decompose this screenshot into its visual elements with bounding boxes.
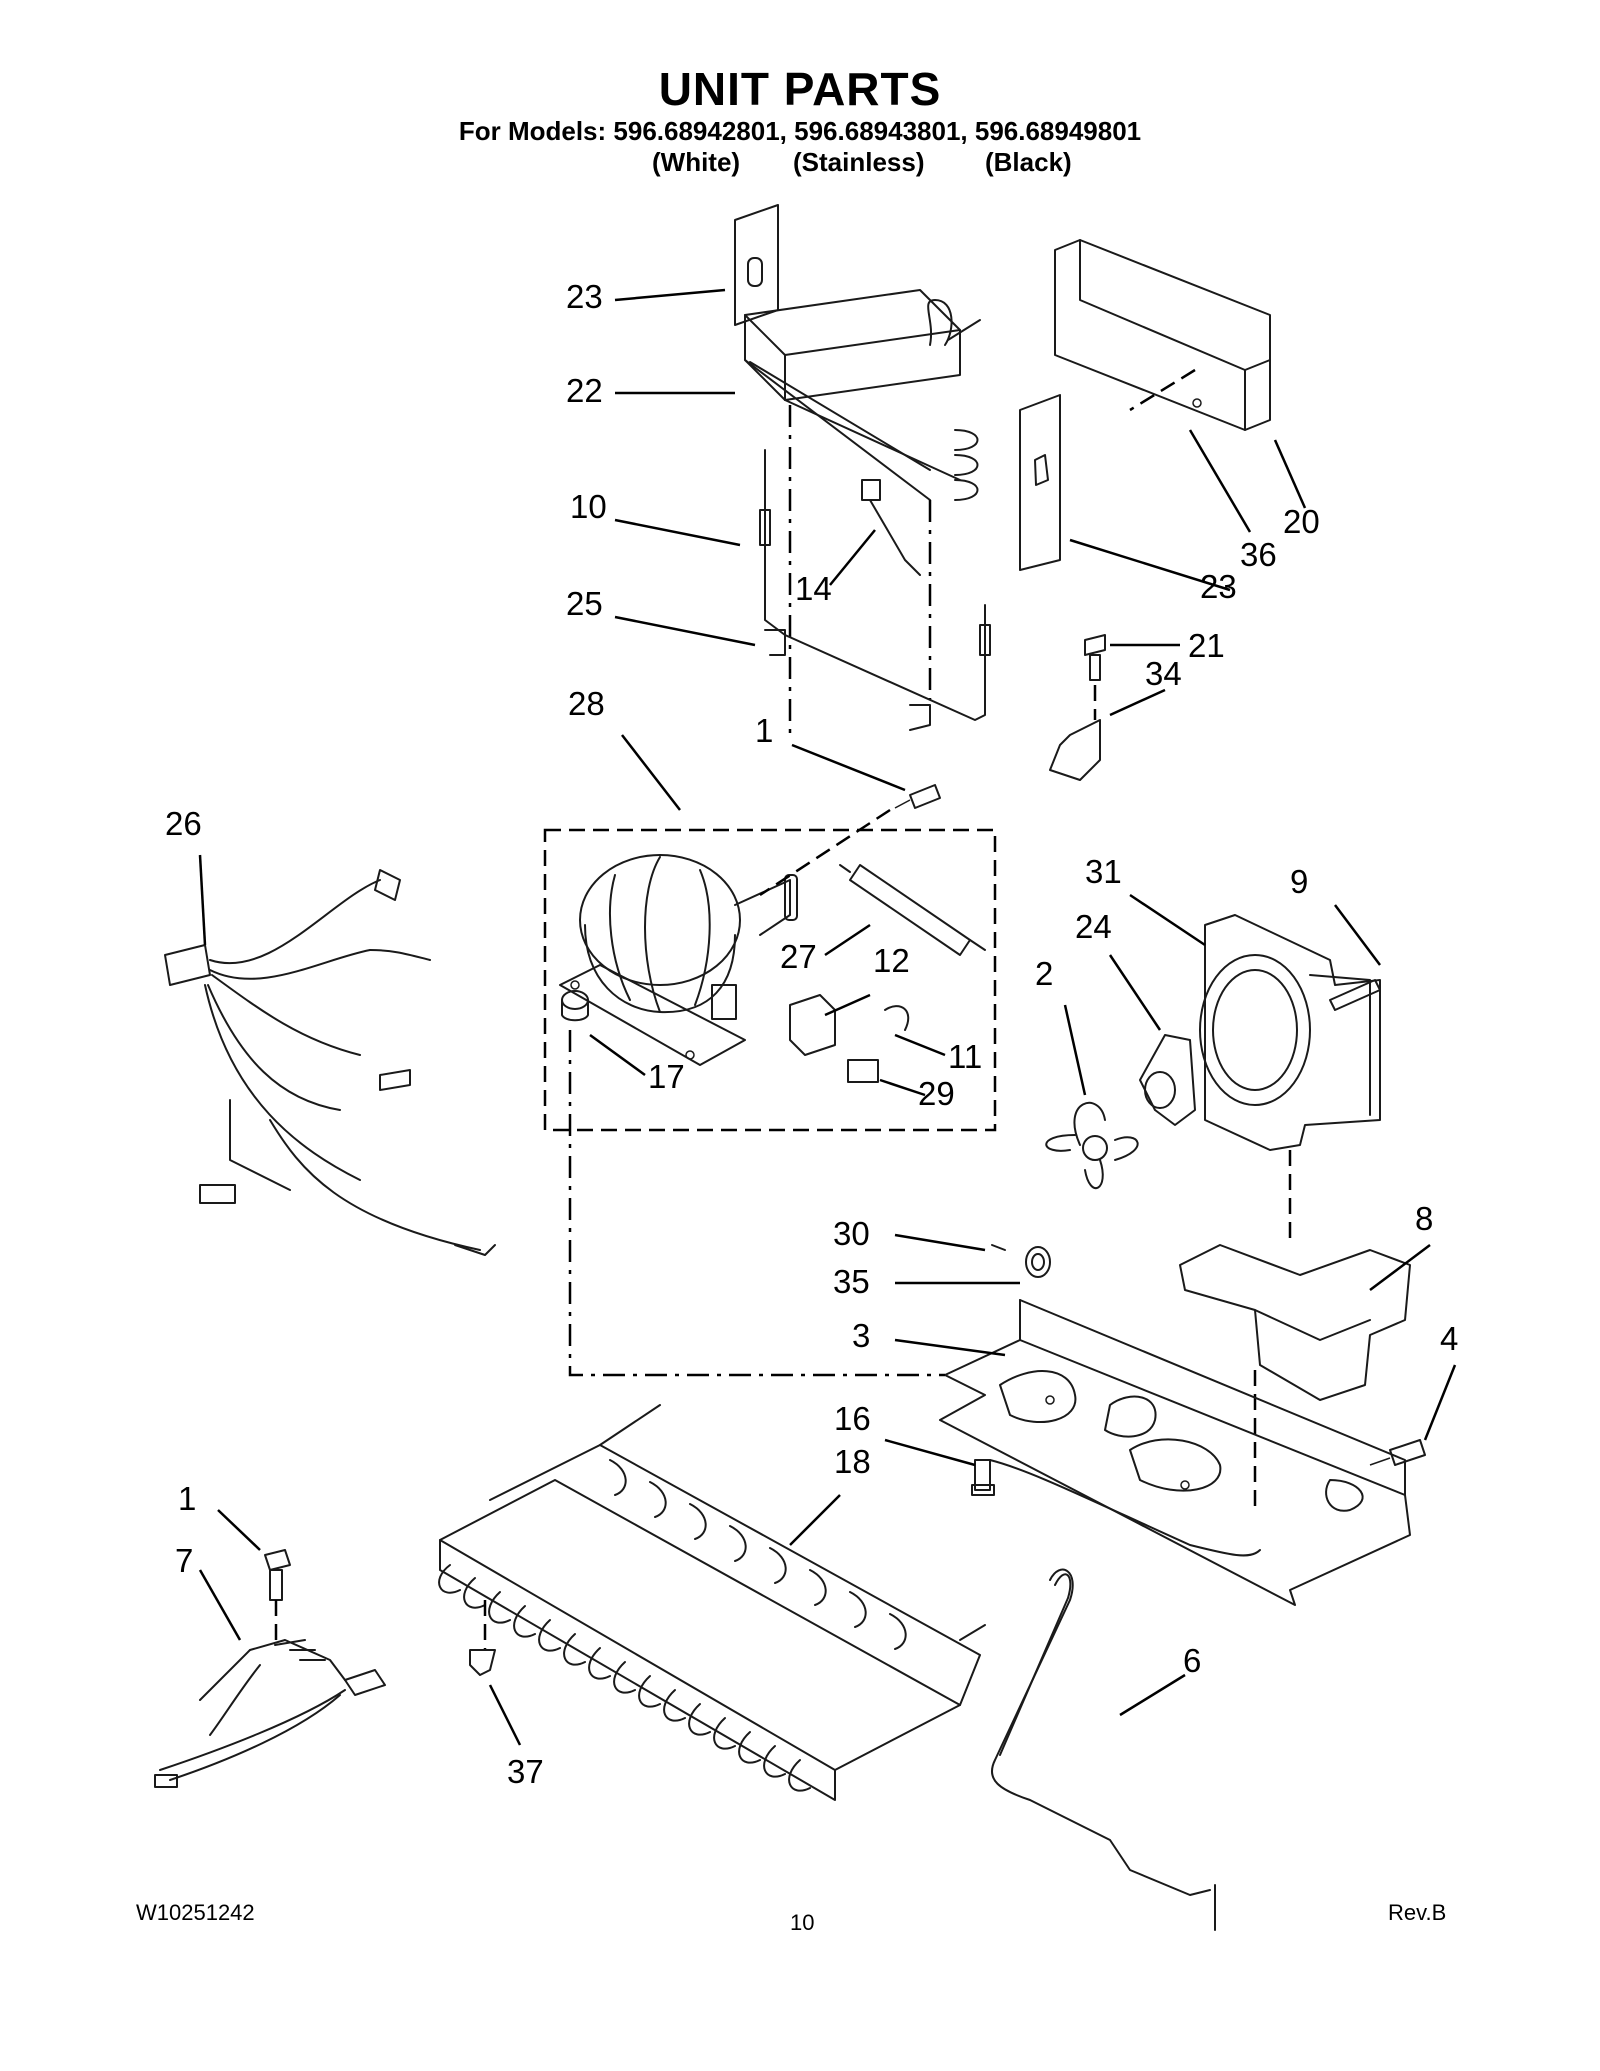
callout-24: 24 [1075, 908, 1112, 945]
screw-16 [971, 1459, 995, 1496]
page-number: 10 [790, 1910, 815, 1935]
control-harness [154, 1639, 386, 1788]
callout-20: 20 [1283, 503, 1320, 540]
fan-bracket [1179, 1244, 1411, 1510]
fan-blade [1045, 1101, 1139, 1190]
fan-shroud [1199, 914, 1381, 1245]
callout-30: 30 [833, 1215, 870, 1252]
filter-drier [839, 864, 986, 956]
evaporator-bracket-right [1019, 394, 1061, 571]
compressor [559, 854, 798, 1066]
screw-9 [1329, 979, 1381, 1011]
callout-23-left: 23 [566, 278, 603, 315]
leader-lines [198, 288, 1457, 1746]
evaporator-cover [1054, 239, 1271, 431]
evaporator-assembly [734, 204, 991, 735]
wire-harness [164, 869, 496, 1256]
callout-31: 31 [1085, 853, 1122, 890]
callout-25: 25 [566, 585, 603, 622]
screw-4 [1369, 1439, 1426, 1466]
callout-1-top: 1 [755, 712, 773, 749]
callout-28: 28 [568, 685, 605, 722]
condenser-clip [469, 1649, 496, 1676]
callout-21: 21 [1188, 627, 1225, 664]
callout-23-right: 23 [1200, 568, 1237, 605]
screw-and-clip [1049, 634, 1106, 781]
callout-34: 34 [1145, 655, 1182, 692]
callout-2: 2 [1035, 955, 1053, 992]
callout-14: 14 [795, 570, 832, 607]
variant-stainless: (Stainless) [793, 147, 925, 177]
callout-11: 11 [948, 1038, 982, 1075]
callout-1-bottom: 1 [178, 1480, 196, 1517]
callout-3: 3 [852, 1317, 870, 1354]
callout-9: 9 [1290, 863, 1308, 900]
variant-black: (Black) [985, 147, 1072, 177]
screw-bottom [264, 1549, 291, 1640]
doc-number: W10251242 [136, 1900, 255, 1925]
callout-10: 10 [570, 488, 607, 525]
callout-4: 4 [1440, 1320, 1458, 1357]
compressor-group-box [543, 828, 997, 1132]
callout-7: 7 [175, 1542, 193, 1579]
screw-top [759, 784, 941, 897]
assembly-guide-line [568, 1030, 945, 1377]
callout-26: 26 [165, 805, 202, 842]
callout-36: 36 [1240, 536, 1277, 573]
callout-8: 8 [1415, 1200, 1433, 1237]
callout-27: 27 [780, 938, 817, 975]
callout-18: 18 [834, 1443, 871, 1480]
page-title: UNIT PARTS [658, 63, 942, 115]
base-pan [939, 1299, 1411, 1606]
callout-35: 35 [833, 1263, 870, 1300]
callout-12: 12 [873, 942, 910, 979]
relay-overload [789, 994, 910, 1083]
drain-tube [990, 1568, 1216, 1931]
fan-motor [1139, 1034, 1196, 1126]
callout-37: 37 [507, 1753, 544, 1790]
callout-6: 6 [1183, 1642, 1201, 1679]
model-list: For Models: 596.68942801, 596.68943801, … [458, 116, 1142, 146]
callout-22: 22 [566, 372, 603, 409]
callout-16: 16 [834, 1400, 871, 1437]
grommet [561, 990, 589, 1022]
callout-17: 17 [648, 1058, 685, 1095]
drain-plug [991, 1244, 1051, 1278]
revision: Rev.B [1388, 1900, 1447, 1925]
callout-29: 29 [918, 1075, 955, 1112]
condenser [438, 1404, 986, 1801]
variant-white: (White) [652, 147, 741, 177]
